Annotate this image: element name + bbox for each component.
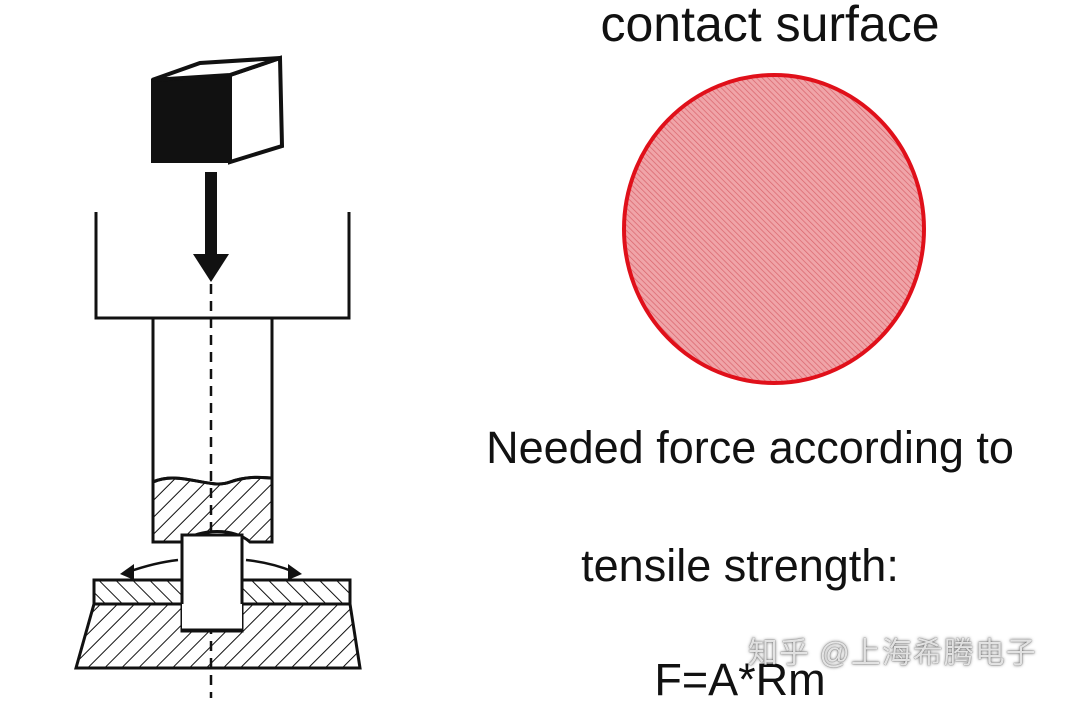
weight-block: [151, 55, 285, 165]
punch-holder: [94, 212, 351, 320]
force-arrow: [193, 172, 229, 282]
contact-surface-title: contact surface: [600, 0, 940, 52]
press-diagram: [74, 55, 362, 698]
punch: [151, 318, 274, 544]
force-text-line-1: Needed force according to: [486, 422, 1014, 473]
flow-arrows: [120, 558, 302, 580]
force-text-line-2: tensile strength:: [581, 540, 899, 591]
sheet-and-die: [74, 578, 362, 670]
force-formula: F=A*Rm: [654, 654, 826, 705]
contact-surface-disk: [622, 73, 926, 385]
watermark: 知乎 @上海希腾电子: [748, 637, 1037, 670]
